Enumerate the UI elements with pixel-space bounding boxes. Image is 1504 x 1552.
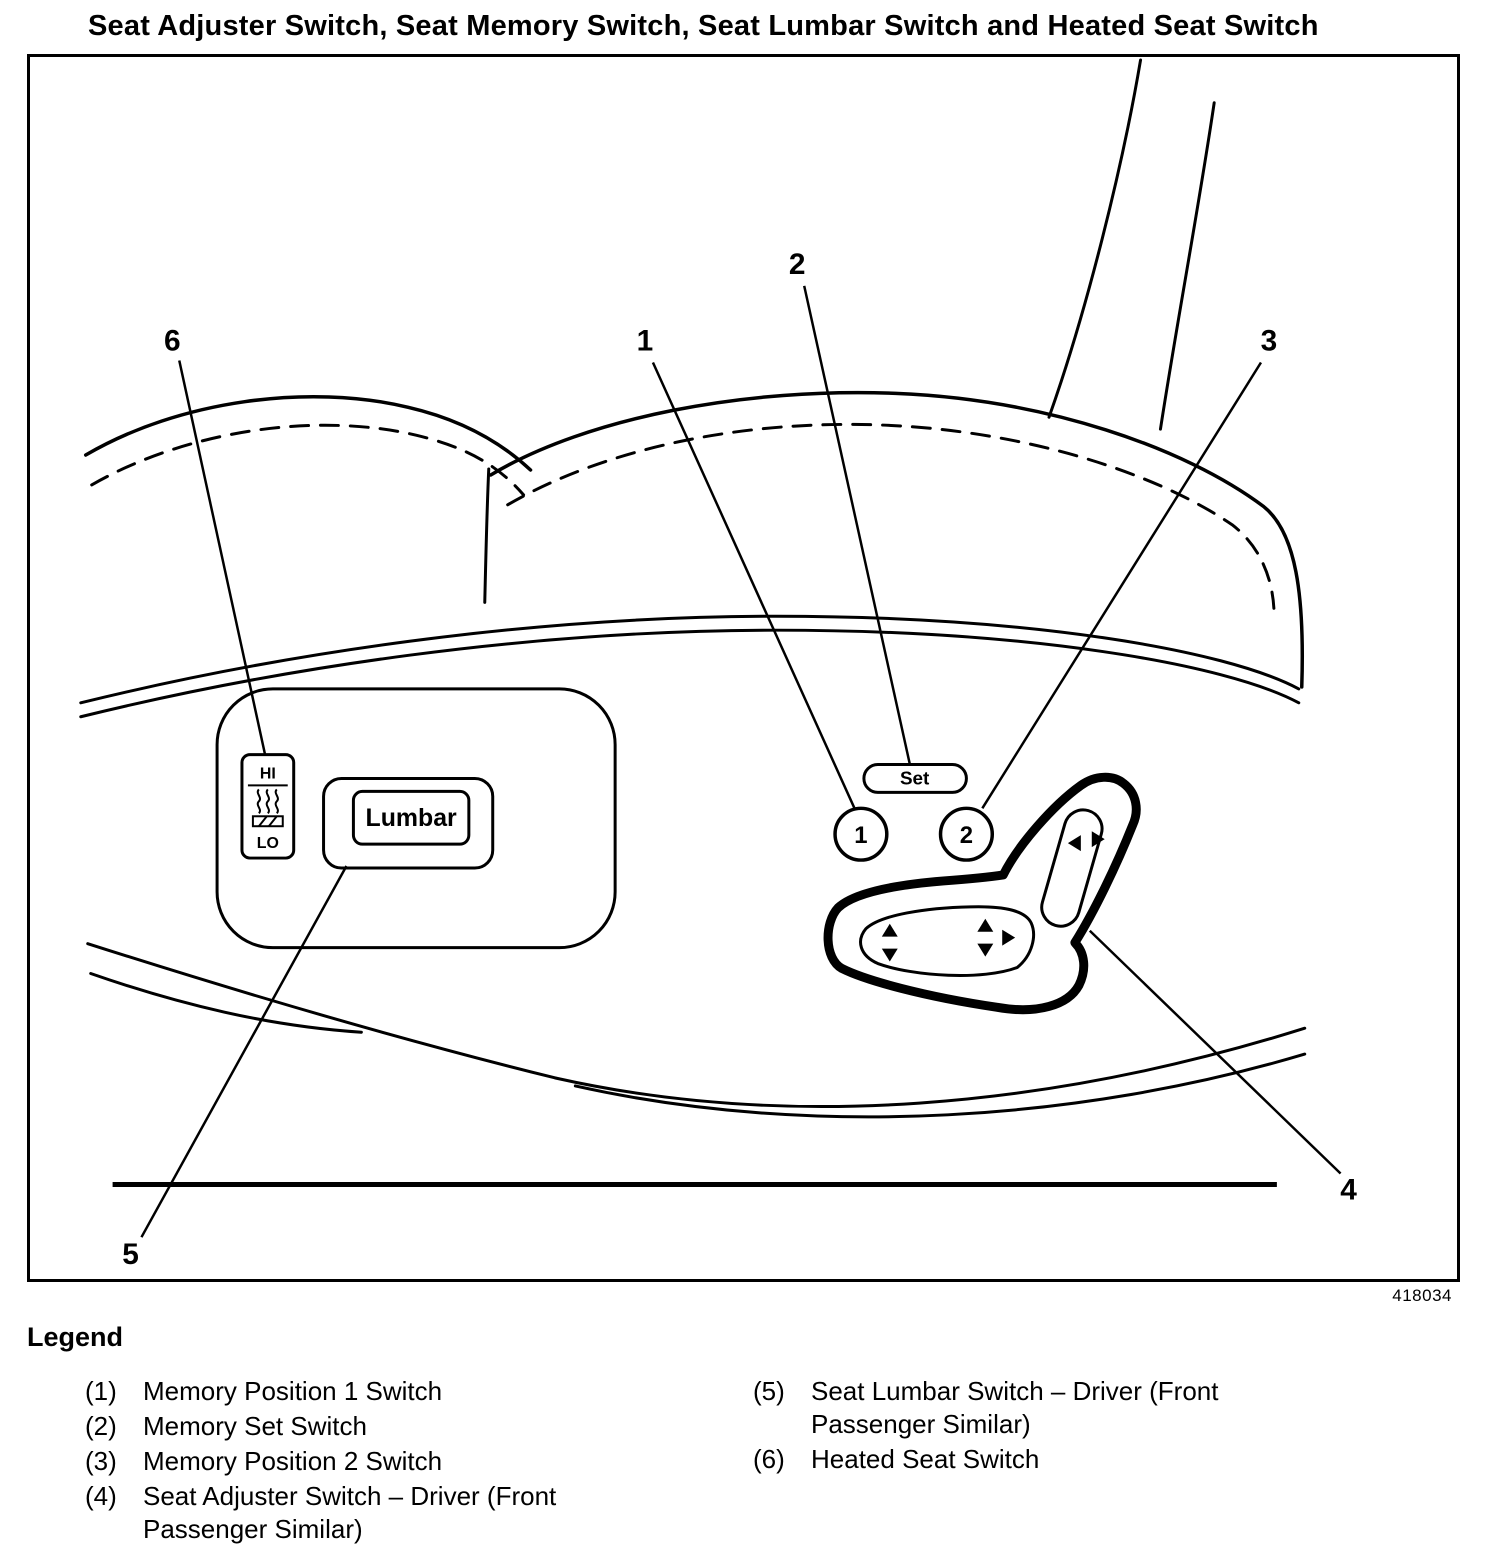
callout-number-4: 4 <box>1340 1173 1357 1206</box>
callout-line-1 <box>651 361 857 810</box>
memory-position-2-label: 2 <box>960 822 973 849</box>
cushion-rear-up-arrow <box>977 918 994 932</box>
seat-back-divider <box>483 467 491 604</box>
pillar-line-left <box>1047 58 1143 419</box>
heated-seat-lo-label: LO <box>257 835 279 852</box>
seat-back-left-contour <box>83 395 533 472</box>
callout-number-1: 1 <box>637 325 654 358</box>
memory-set-button <box>862 763 968 794</box>
seat-lumbar-switch: Lumbar <box>322 776 495 870</box>
seat-back-right-contour <box>488 390 1305 689</box>
heated-seat-icon <box>251 788 284 828</box>
callout-number-6: 6 <box>164 325 181 358</box>
memory-position-2-button <box>938 806 995 862</box>
cushion-forward-arrow <box>1002 929 1016 946</box>
legend-item-number: (6) <box>753 1444 785 1474</box>
legend: (1) Memory Position 1 Switch (2) Memory … <box>85 1375 1504 1548</box>
callout-line-4 <box>1088 929 1342 1175</box>
callout-number-2: 2 <box>789 248 806 281</box>
legend-item-number: (5) <box>753 1376 785 1406</box>
lumbar-switch-button <box>351 789 471 846</box>
callout-number-3: 3 <box>1261 325 1278 358</box>
legend-item-label: Memory Set Switch <box>143 1411 367 1441</box>
seat-adjuster-switch <box>823 772 1141 1015</box>
callout-line-6 <box>178 360 267 754</box>
legend-heading: Legend <box>27 1322 124 1352</box>
memory-position-1-switch: 1 <box>833 806 889 862</box>
lumbar-switch-label: Lumbar <box>366 804 457 832</box>
legend-item: (3) Memory Position 2 Switch <box>85 1445 753 1478</box>
legend-item-label: Seat Lumbar Switch – Driver (Front Passe… <box>811 1376 1219 1439</box>
cushion-front-edge-lower <box>573 1052 1307 1119</box>
legend-item: (4) Seat Adjuster Switch – Driver (Front… <box>85 1480 753 1546</box>
legend-column-right: (5) Seat Lumbar Switch – Driver (Front P… <box>753 1375 1504 1548</box>
legend-item-number: (2) <box>85 1411 117 1441</box>
seat-switch-diagram: HI LO Lumbar Set 1 <box>27 54 1460 1282</box>
seat-back-right-seam <box>506 422 1276 610</box>
cushion-up-arrow <box>881 923 898 937</box>
memory-position-1-label: 1 <box>854 822 867 849</box>
legend-item: (2) Memory Set Switch <box>85 1410 753 1443</box>
cushion-crease-short <box>89 972 363 1034</box>
legend-item-label: Memory Position 2 Switch <box>143 1446 443 1476</box>
legend-item-number: (1) <box>85 1376 117 1406</box>
pillar-line-right <box>1158 101 1216 431</box>
backrest-right-arrow <box>1091 831 1105 848</box>
legend-item: (5) Seat Lumbar Switch – Driver (Front P… <box>753 1375 1504 1441</box>
seat-adjuster-cushion-pad <box>859 905 1036 977</box>
legend-item-label: Heated Seat Switch <box>811 1444 1040 1474</box>
backrest-left-arrow <box>1067 835 1081 852</box>
page-title: Seat Adjuster Switch, Seat Memory Switch… <box>88 10 1319 42</box>
callout-line-3 <box>981 361 1263 809</box>
cushion-crease-left <box>86 942 557 1080</box>
cushion-rear-down-arrow <box>977 943 994 957</box>
legend-item-number: (4) <box>85 1481 117 1511</box>
heated-seat-switch: HI LO <box>240 753 296 860</box>
legend-item-label: Seat Adjuster Switch – Driver (Front Pas… <box>143 1481 557 1544</box>
memory-set-switch: Set <box>862 763 968 794</box>
seat-mid-contour-upper <box>79 614 1301 705</box>
memory-position-1-button <box>833 806 889 862</box>
callout-line-2 <box>802 285 911 764</box>
legend-column-left: (1) Memory Position 1 Switch (2) Memory … <box>85 1375 753 1548</box>
heated-seat-hi-label: HI <box>260 765 276 782</box>
legend-item: (6) Heated Seat Switch <box>753 1443 1504 1476</box>
seat-back-left-seam <box>90 423 526 497</box>
callout-line-5 <box>140 865 348 1238</box>
memory-set-label: Set <box>900 768 930 789</box>
legend-item: (1) Memory Position 1 Switch <box>85 1375 753 1408</box>
memory-position-2-switch: 2 <box>938 806 995 862</box>
legend-item-number: (3) <box>85 1446 117 1476</box>
cushion-down-arrow <box>881 948 898 962</box>
figure-number: 418034 <box>1392 1286 1452 1305</box>
legend-item-label: Memory Position 1 Switch <box>143 1376 443 1406</box>
callout-number-5: 5 <box>122 1238 139 1271</box>
seat-mid-contour-lower <box>79 628 1301 719</box>
seat-adjuster-backrest-pad <box>1040 808 1104 928</box>
seat-diagram-illustration: HI LO Lumbar Set 1 <box>79 58 1357 1271</box>
cushion-front-edge <box>553 1026 1307 1108</box>
